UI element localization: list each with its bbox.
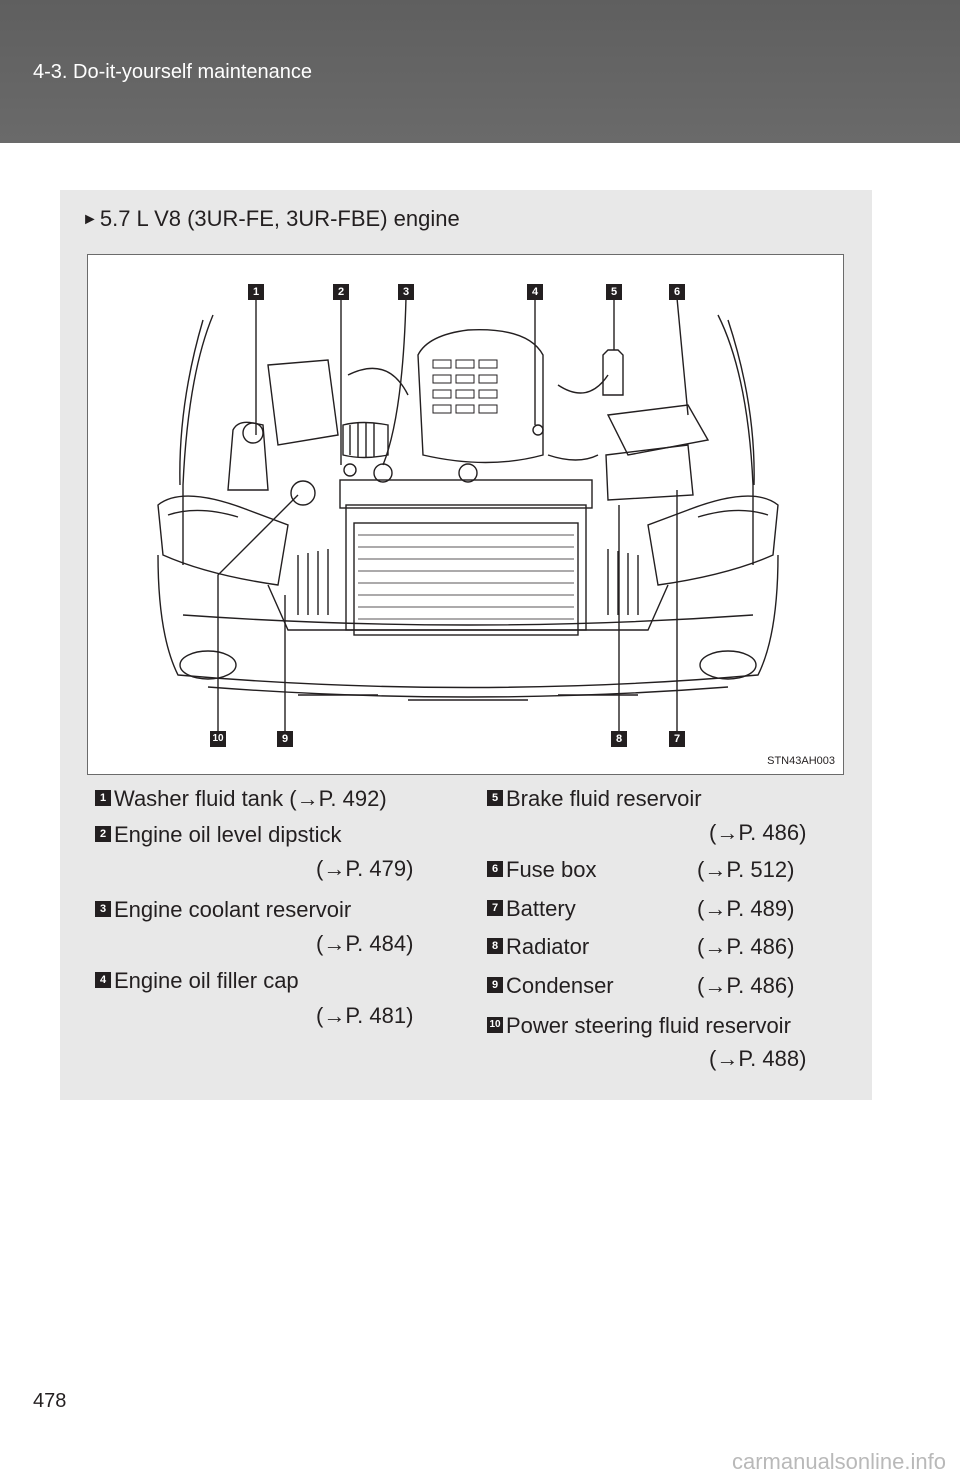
legend-ref-2: (→P. 479) bbox=[316, 856, 414, 881]
legend-label: Power steering fluid reservoir bbox=[506, 1013, 791, 1038]
legend-label: Fuse box bbox=[506, 857, 597, 882]
section-title: 4-3. Do-it-yourself maintenance bbox=[33, 61, 313, 83]
legend-ref-9: (→P. 486) bbox=[697, 973, 795, 998]
figure-code: STN43AH003 bbox=[767, 755, 835, 767]
legend-ref-5: (→P. 486) bbox=[709, 820, 807, 845]
callout-4: 4 bbox=[527, 284, 543, 300]
legend-ref-7: (→P. 489) bbox=[697, 896, 795, 921]
watermark: carmanualsonline.info bbox=[731, 1449, 946, 1474]
legend-ref-8: (→P. 486) bbox=[697, 934, 795, 959]
legend-number: 1 bbox=[95, 790, 111, 807]
callout-2: 2 bbox=[333, 284, 349, 300]
legend-label: Radiator bbox=[506, 934, 590, 959]
legend-label: Brake fluid reservoir bbox=[506, 786, 702, 811]
legend-number: 2 bbox=[95, 826, 111, 843]
callout-8: 8 bbox=[611, 731, 627, 747]
legend-number: 3 bbox=[95, 901, 111, 918]
legend-label: Battery bbox=[506, 896, 576, 921]
legend-number: 7 bbox=[487, 900, 503, 917]
callout-6: 6 bbox=[669, 284, 685, 300]
engine-heading-text: 5.7 L V8 (3UR-FE, 3UR-FBE) engine bbox=[99, 206, 460, 231]
legend-ref-6: (→P. 512) bbox=[697, 857, 795, 882]
arrow-right-icon: ► bbox=[82, 211, 98, 228]
engine-heading: ►5.7 L V8 (3UR-FE, 3UR-FBE) engine bbox=[82, 206, 460, 232]
engine-bay-illustration: 1 2 3 4 5 6 7 8 9 10 STN43AH003 bbox=[87, 254, 844, 775]
callout-10: 10 bbox=[210, 731, 226, 747]
legend-label: Washer fluid tank (→P. 492) bbox=[114, 786, 387, 811]
legend-ref-3: (→P. 484) bbox=[316, 931, 414, 956]
callout-5: 5 bbox=[606, 284, 622, 300]
legend-label: Condenser bbox=[506, 973, 614, 998]
legend-ref-10: (→P. 488) bbox=[709, 1046, 807, 1071]
legend-number: 5 bbox=[487, 790, 503, 807]
legend-number: 9 bbox=[487, 977, 503, 994]
callout-7: 7 bbox=[669, 731, 685, 747]
legend-number: 6 bbox=[487, 861, 503, 878]
legend-number: 10 bbox=[487, 1017, 503, 1034]
legend-label: Engine oil filler cap bbox=[114, 968, 299, 993]
legend-number: 4 bbox=[95, 972, 111, 989]
callout-1: 1 bbox=[248, 284, 264, 300]
page-header: 4-3. Do-it-yourself maintenance bbox=[0, 0, 960, 143]
legend-ref-4: (→P. 481) bbox=[316, 1003, 414, 1028]
callout-3: 3 bbox=[398, 284, 414, 300]
page-number: 478 bbox=[33, 1390, 67, 1412]
engine-bay-drawing bbox=[157, 297, 779, 733]
legend-label: Engine oil level dipstick bbox=[114, 822, 342, 847]
callout-9: 9 bbox=[277, 731, 293, 747]
legend-number: 8 bbox=[487, 938, 503, 955]
legend-label: Engine coolant reservoir bbox=[114, 897, 352, 922]
